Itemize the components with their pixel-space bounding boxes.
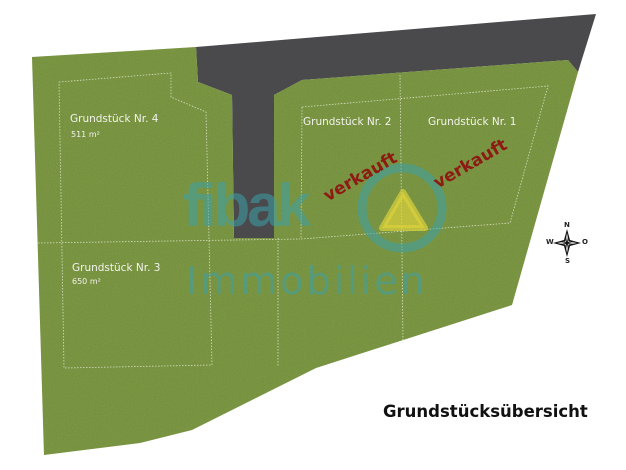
plot-1-2-boundary — [300, 85, 549, 240]
compass-north: N — [564, 221, 570, 229]
road — [196, 14, 596, 238]
watermark-logo — [357, 163, 447, 253]
watermark-sub: Immobilien — [186, 259, 428, 303]
plot-1-label: Grundstück Nr. 1 — [428, 116, 517, 128]
plot-4-area: 511 m² — [71, 130, 100, 139]
compass-east: O — [582, 238, 588, 246]
plot-4-boundary — [58, 72, 213, 369]
plot-2-label: Grundstück Nr. 2 — [303, 116, 392, 128]
compass-west: W — [546, 238, 554, 246]
plot-4-label: Grundstück Nr. 4 — [70, 113, 159, 125]
plot-3-label: Grundstück Nr. 3 — [72, 262, 161, 274]
compass-rose-icon — [553, 229, 581, 257]
plot-3-area: 650 m² — [72, 277, 101, 286]
compass-south: S — [565, 257, 571, 265]
land-area — [32, 47, 578, 455]
watermark-brand: fibak — [183, 172, 311, 239]
page-title: Grundstücksübersicht — [383, 402, 588, 421]
plot-divider-vertical — [399, 74, 404, 344]
